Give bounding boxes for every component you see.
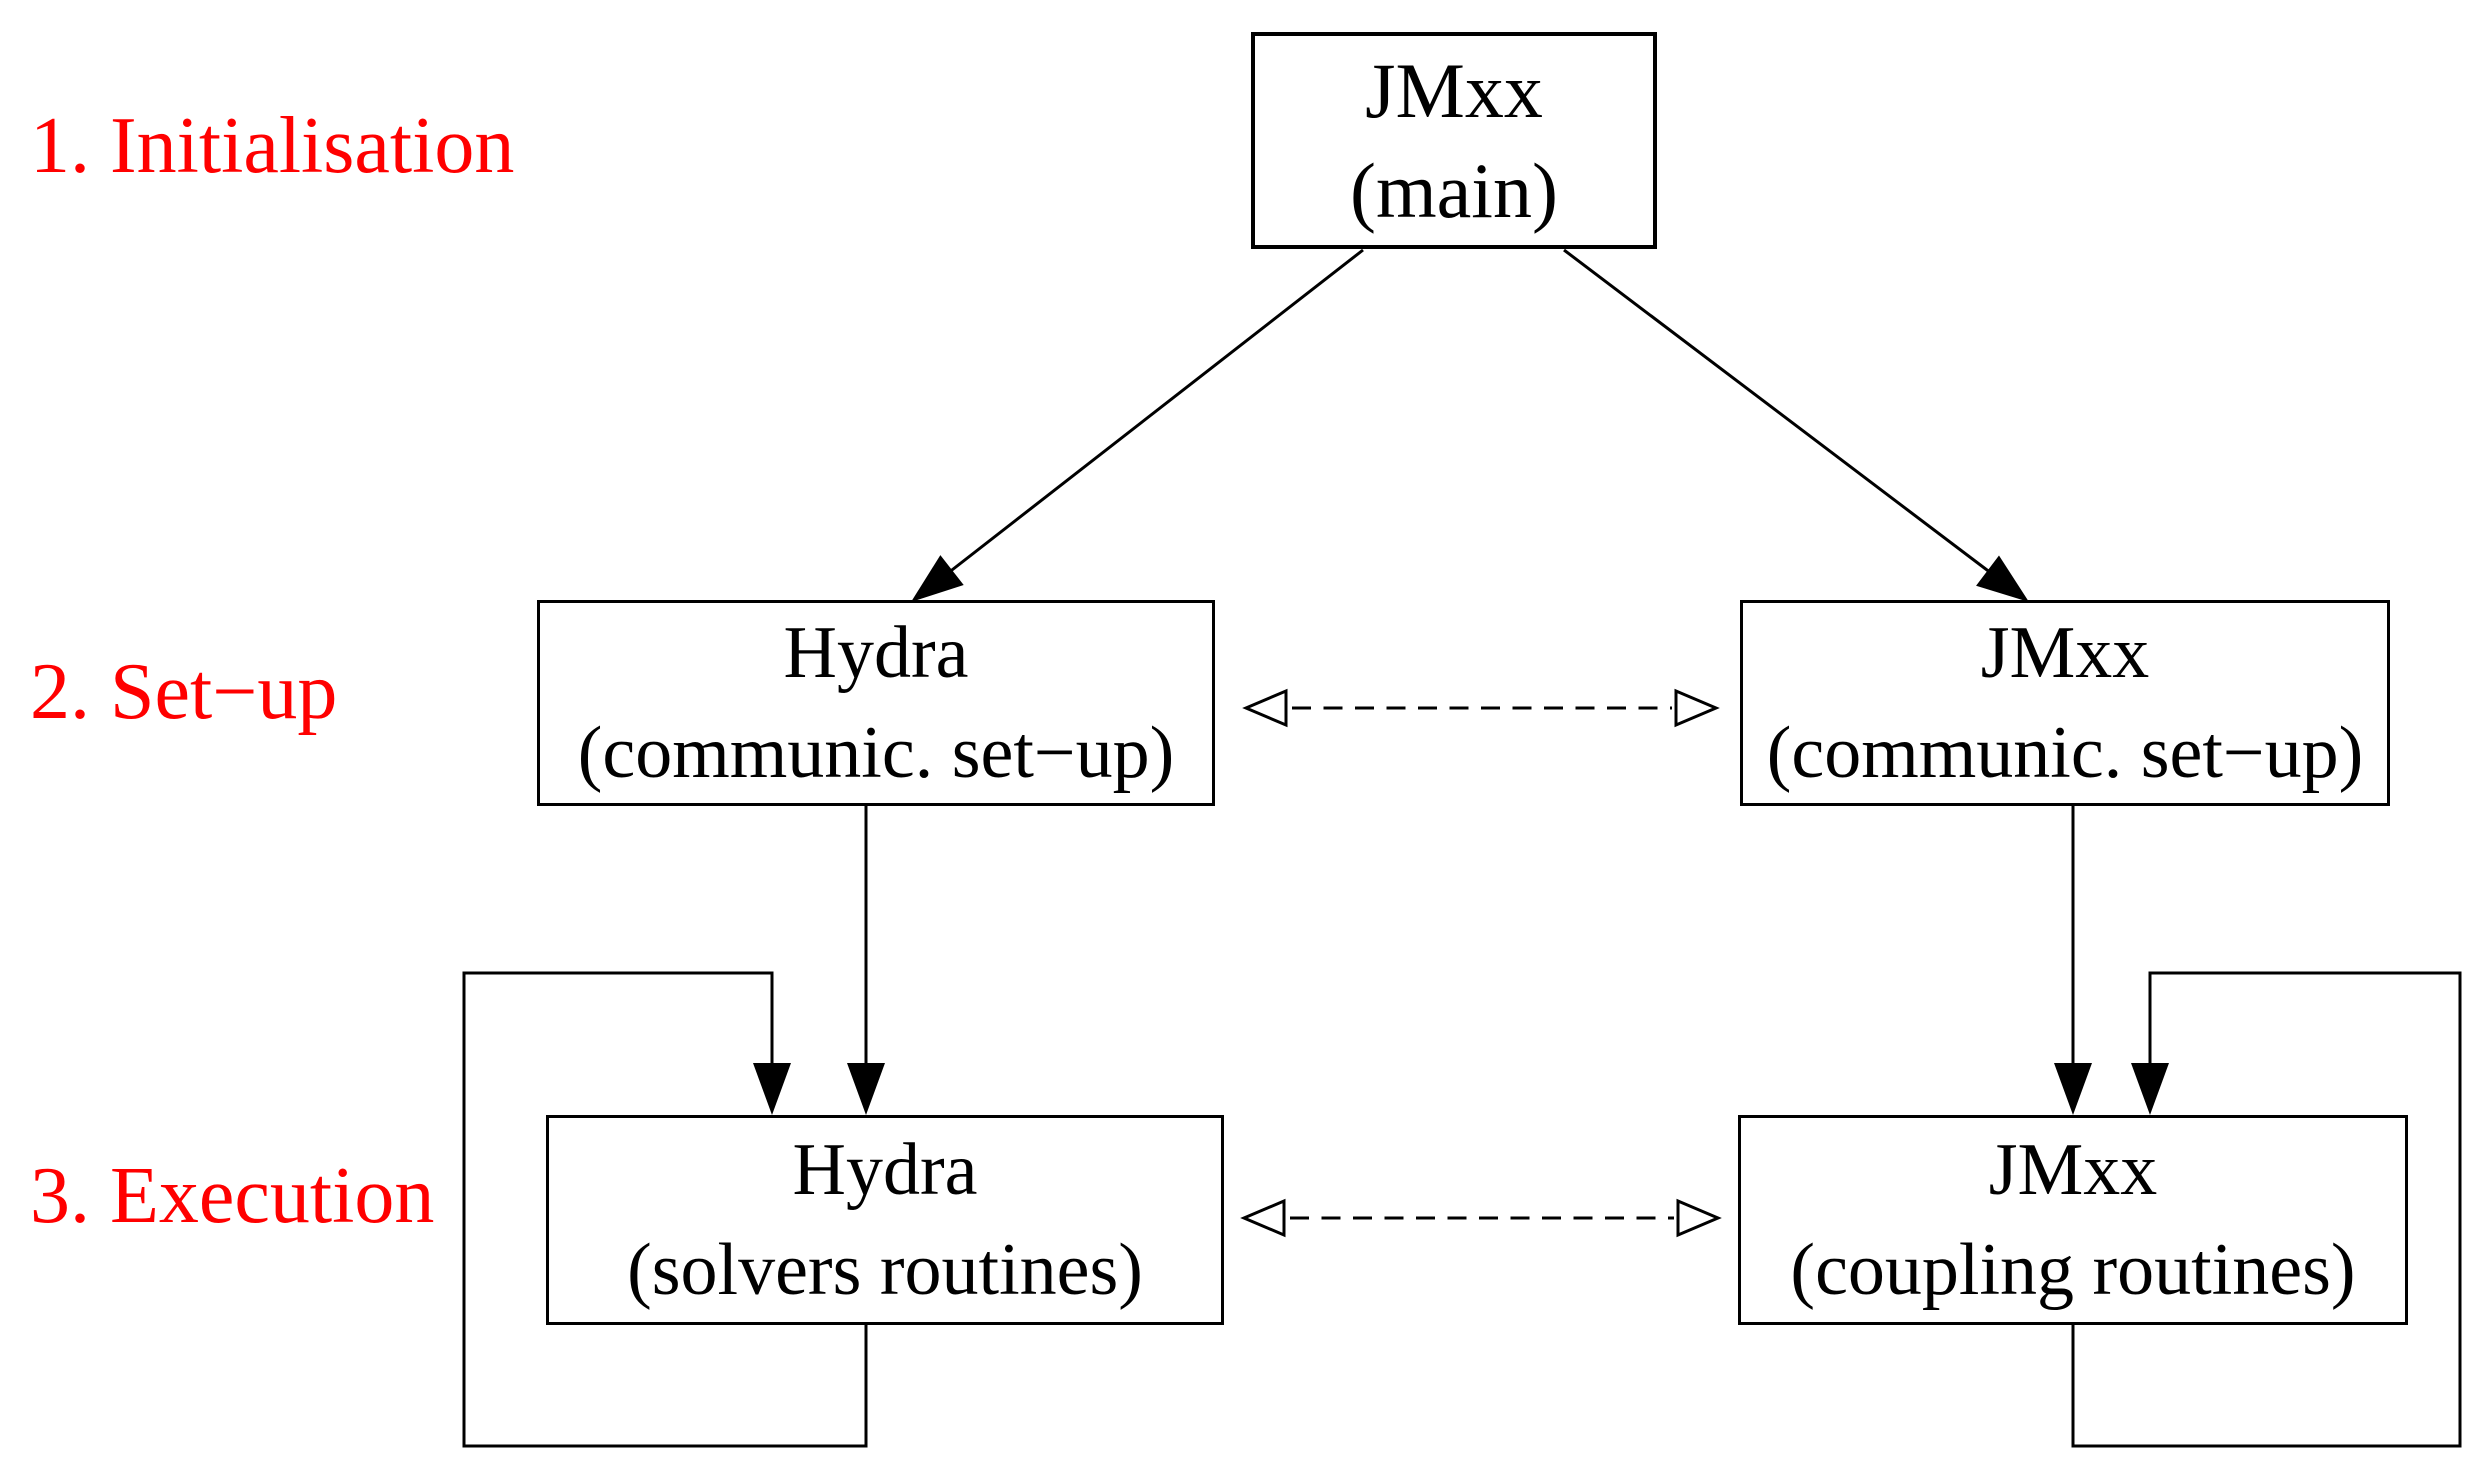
- node-jmxx-main: JMxx (main): [1251, 32, 1657, 249]
- node-jmxx-exec-subtitle: (coupling routines): [1790, 1229, 2356, 1311]
- node-jmxx-exec-title: JMxx: [1988, 1129, 2158, 1211]
- node-jmxx-exec: JMxx (coupling routines): [1738, 1115, 2408, 1325]
- node-hydra-exec-subtitle: (solvers routines): [627, 1229, 1143, 1311]
- node-jmxx-setup-title: JMxx: [1980, 612, 2150, 694]
- arrowhead-down-icon: [2054, 1063, 2092, 1115]
- node-hydra-exec: Hydra (solvers routines): [546, 1115, 1224, 1325]
- node-jmxx-main-title: JMxx: [1365, 46, 1543, 134]
- arrowhead-down-icon: [847, 1063, 885, 1115]
- node-jmxx-setup: JMxx (communic. set−up): [1740, 600, 2390, 806]
- node-hydra-setup-title: Hydra: [783, 612, 969, 694]
- node-hydra-setup-subtitle: (communic. set−up): [577, 712, 1175, 794]
- stage-label-setup: 2. Set−up: [30, 648, 338, 736]
- open-arrowhead-left-icon: [1240, 1198, 1286, 1238]
- dashed-arrow-exec-communication: [1240, 1198, 1722, 1238]
- arrow-main-to-hydra-setup: [911, 248, 1364, 602]
- open-arrowhead-right-icon: [1674, 688, 1720, 728]
- node-jmxx-setup-subtitle: (communic. set−up): [1766, 712, 2364, 794]
- dashed-arrow-setup-communication: [1242, 688, 1720, 728]
- stage-label-execution: 3. Execution: [30, 1152, 435, 1240]
- arrowhead-down-icon: [2131, 1063, 2169, 1115]
- arrow-hydra-setup-to-hydra-exec: [847, 806, 885, 1115]
- arrow-jmxx-setup-to-jmxx-exec: [2054, 806, 2092, 1115]
- node-hydra-exec-title: Hydra: [792, 1129, 978, 1211]
- open-arrowhead-right-icon: [1676, 1198, 1722, 1238]
- node-hydra-setup: Hydra (communic. set−up): [537, 600, 1215, 806]
- stage-label-initialisation: 1. Initialisation: [30, 102, 515, 190]
- node-jmxx-main-subtitle: (main): [1350, 146, 1558, 234]
- arrow-main-to-jmxx-setup: [1563, 248, 2029, 602]
- open-arrowhead-left-icon: [1242, 688, 1288, 728]
- arrowhead-down-left-icon: [911, 555, 964, 602]
- arrowhead-down-right-icon: [1976, 555, 2029, 602]
- arrowhead-down-icon: [753, 1063, 791, 1115]
- loop-hydra-exec: [462, 971, 868, 1448]
- loop-jmxx-exec: [2071, 971, 2462, 1448]
